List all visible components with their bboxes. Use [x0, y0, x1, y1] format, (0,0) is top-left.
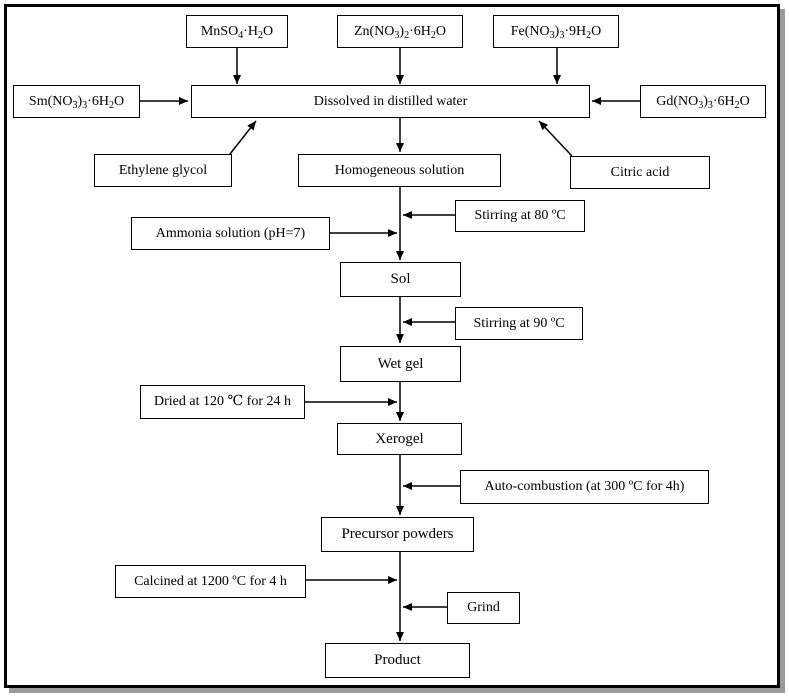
- node-calcined: Calcined at 1200 ºC for 4 h: [115, 565, 306, 598]
- node-feno3: Fe(NO3)3·9H2O: [493, 15, 619, 48]
- node-stirring-90: Stirring at 90 ºC: [455, 307, 583, 340]
- arrow-ethylene: [229, 120, 257, 155]
- node-product: Product: [325, 643, 470, 678]
- node-precursor-powders: Precursor powders: [321, 517, 474, 552]
- node-mnso4: MnSO4·H2O: [186, 15, 288, 48]
- node-xerogel: Xerogel: [337, 423, 462, 455]
- arrow-citric: [538, 120, 573, 157]
- node-citric-acid: Citric acid: [570, 156, 710, 189]
- node-znno3: Zn(NO3)2·6H2O: [337, 15, 463, 48]
- node-ethylene-glycol: Ethylene glycol: [94, 154, 232, 187]
- node-smno3: Sm(NO3)3·6H2O: [13, 85, 140, 118]
- node-dried: Dried at 120 ℃ for 24 h: [140, 385, 305, 419]
- node-wet-gel: Wet gel: [340, 346, 461, 382]
- node-gdno3: Gd(NO3)3·6H2O: [640, 85, 766, 118]
- node-sol: Sol: [340, 262, 461, 297]
- node-auto-combustion: Auto-combustion (at 300 ºC for 4h): [460, 470, 709, 504]
- node-homogeneous-solution: Homogeneous solution: [298, 154, 501, 187]
- node-stirring-80: Stirring at 80 ºC: [455, 200, 585, 232]
- node-ammonia-solution: Ammonia solution (pH=7): [131, 217, 330, 250]
- node-dissolved: Dissolved in distilled water: [191, 85, 590, 118]
- node-grind: Grind: [447, 592, 520, 624]
